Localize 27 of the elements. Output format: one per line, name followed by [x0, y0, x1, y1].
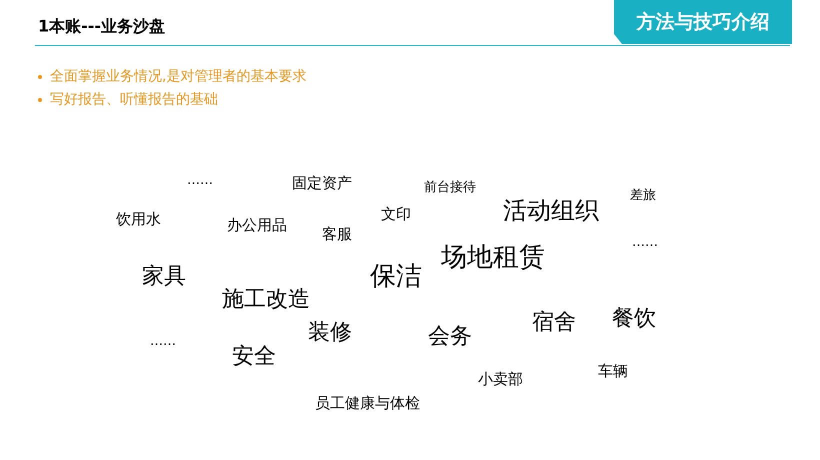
- bullet-text: 全面掌握业务情况,是对管理者的基本要求: [50, 68, 306, 86]
- cloud-word: ……: [632, 235, 658, 251]
- cloud-word: 车辆: [598, 362, 628, 380]
- cloud-word: 场地租赁: [441, 242, 545, 274]
- cloud-word: 会务: [428, 324, 472, 350]
- slide-title: 1本账---业务沙盘: [38, 16, 166, 38]
- cloud-word: 餐饮: [612, 306, 656, 332]
- cloud-word: 前台接待: [424, 180, 476, 196]
- cloud-word: 保洁: [370, 261, 422, 293]
- cloud-word: 小卖部: [478, 370, 523, 388]
- bullet-text: 写好报告、听懂报告的基础: [50, 92, 218, 108]
- cloud-word: 家具: [142, 264, 186, 290]
- cloud-word: 差旅: [630, 188, 656, 204]
- cloud-word: 饮用水: [116, 210, 161, 228]
- cloud-word: 安全: [232, 344, 276, 370]
- cloud-word: 客服: [322, 225, 352, 243]
- cloud-word: ……: [187, 173, 213, 189]
- section-tag: 方法与技巧介绍: [614, 0, 792, 44]
- cloud-word: ……: [150, 334, 176, 350]
- cloud-word: 员工健康与体检: [315, 394, 420, 412]
- cloud-word: 文印: [381, 205, 411, 223]
- cloud-word: 固定资产: [292, 174, 352, 192]
- cloud-word: 宿舍: [532, 310, 576, 336]
- cloud-word: 办公用品: [227, 216, 287, 234]
- cloud-word: 施工改造: [222, 286, 310, 314]
- cloud-word: 装修: [308, 320, 352, 346]
- cloud-word: 活动组织: [503, 196, 599, 226]
